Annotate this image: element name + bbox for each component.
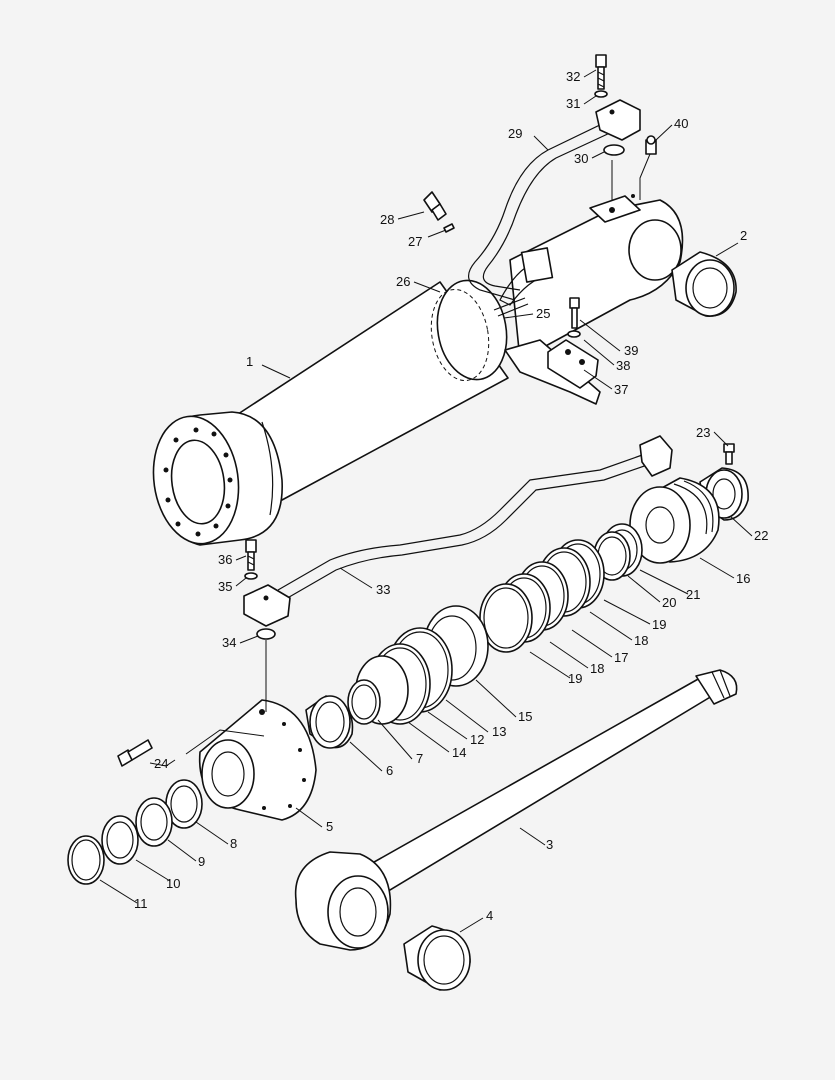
- part-28-bolt-clamp: [423, 191, 447, 221]
- part-37-clamp-block: [547, 339, 599, 389]
- part-40-grease-fitting: [645, 135, 657, 155]
- part-1-cylinder-barrel: [152, 279, 509, 546]
- part-36-bolt-lower: [245, 539, 257, 571]
- part-29-upper-pipe: [468, 121, 613, 306]
- part-5-rod-cover: [198, 699, 317, 821]
- part-30-oring-upper: [603, 144, 625, 156]
- part-6-bush: [305, 695, 354, 749]
- callout-37: 37: [614, 382, 628, 397]
- callout-9: 9: [198, 854, 205, 869]
- callout-19-upper: 19: [652, 617, 666, 632]
- part-24-bolt: [117, 739, 153, 767]
- callout-15: 15: [518, 709, 532, 724]
- callout-25: 25: [536, 306, 550, 321]
- callout-8: 8: [230, 836, 237, 851]
- part-7-ring: [347, 679, 381, 725]
- part-25-clamp-band: [493, 297, 601, 405]
- callout-labels: 1 2 3 4 5 6 7 8 9 10 11 12 13 14 15 16 1…: [134, 69, 768, 923]
- part-38-washer-clamp: [567, 330, 581, 338]
- cylinder-head-end: [509, 194, 684, 361]
- part-39-bolt-clamp: [569, 297, 580, 329]
- callout-22: 22: [754, 528, 768, 543]
- part-9-seal: [135, 797, 173, 847]
- callout-7: 7: [416, 751, 423, 766]
- callout-6: 6: [386, 763, 393, 778]
- callout-21: 21: [686, 587, 700, 602]
- callout-20: 20: [662, 595, 676, 610]
- part-16-piston: [629, 477, 720, 564]
- upper-flange-block: [595, 99, 641, 141]
- callout-34: 34: [222, 635, 236, 650]
- callout-28: 28: [380, 212, 394, 227]
- callout-38: 38: [616, 358, 630, 373]
- callout-18-lower: 18: [590, 661, 604, 676]
- callout-39: 39: [624, 343, 638, 358]
- callout-36: 36: [218, 552, 232, 567]
- callout-2: 2: [740, 228, 747, 243]
- callout-17: 17: [614, 650, 628, 665]
- callout-35: 35: [218, 579, 232, 594]
- callout-3: 3: [546, 837, 553, 852]
- callout-16: 16: [736, 571, 750, 586]
- callout-31: 31: [566, 96, 580, 111]
- callout-30: 30: [574, 151, 588, 166]
- callout-10: 10: [166, 876, 180, 891]
- part-31-washer-upper: [594, 90, 608, 98]
- callout-23: 23: [696, 425, 710, 440]
- callout-14: 14: [452, 745, 466, 760]
- callout-19-lower: 19: [568, 671, 582, 686]
- callout-33: 33: [376, 582, 390, 597]
- callout-32: 32: [566, 69, 580, 84]
- part-4-bush: [403, 925, 471, 991]
- callout-18-upper: 18: [634, 633, 648, 648]
- barrel-flange-holes: [163, 427, 233, 537]
- part-11-seal: [67, 835, 105, 885]
- callout-26: 26: [396, 274, 410, 289]
- lower-flange-block: [243, 584, 291, 627]
- callout-40: 40: [674, 116, 688, 131]
- part-27-pin: [443, 223, 455, 233]
- callout-5: 5: [326, 819, 333, 834]
- part-32-bolt-upper: [595, 54, 607, 90]
- callout-27: 27: [408, 234, 422, 249]
- leader-lines: [99, 69, 753, 933]
- callout-13: 13: [492, 724, 506, 739]
- part-19-ring-lower: [479, 583, 533, 653]
- callout-12: 12: [470, 732, 484, 747]
- callout-4: 4: [486, 908, 493, 923]
- callout-29: 29: [508, 126, 522, 141]
- part-10-seal: [101, 815, 139, 865]
- callout-24: 24: [154, 756, 168, 771]
- part-33-lower-pipe: [277, 435, 673, 601]
- part-34-oring-lower: [256, 628, 276, 640]
- callout-1: 1: [246, 354, 253, 369]
- part-23-set-screw: [723, 443, 735, 465]
- part-3-piston-rod: [294, 669, 738, 951]
- part-35-washer-lower: [244, 572, 258, 580]
- callout-11: 11: [134, 896, 148, 911]
- part-2-bush: [671, 251, 737, 317]
